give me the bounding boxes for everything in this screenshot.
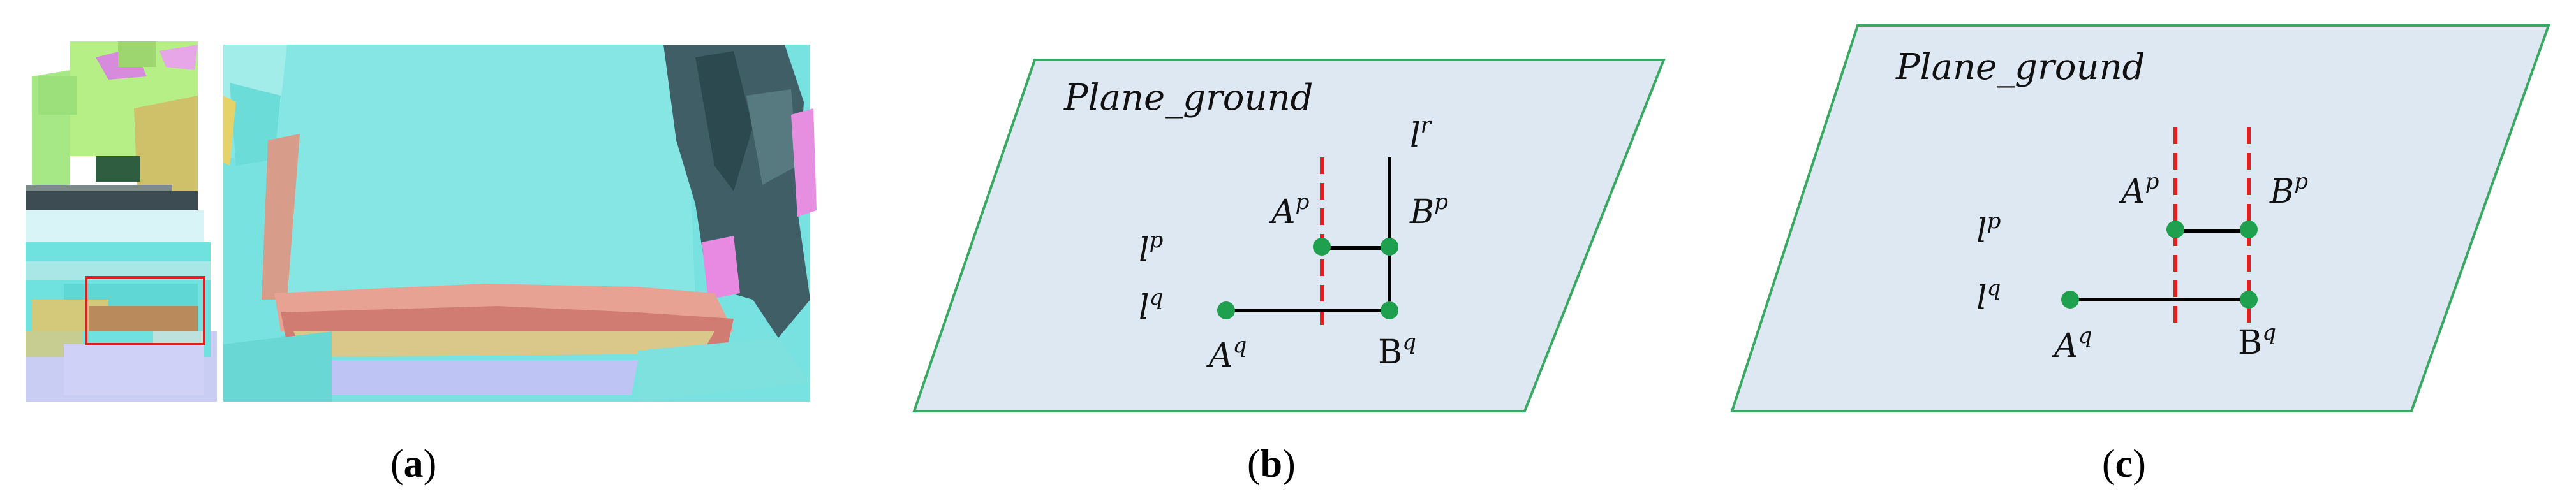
plane-label-b: Plane_ground — [1063, 77, 1314, 119]
point-Bq — [2240, 291, 2258, 309]
point-Ap — [2166, 221, 2184, 238]
label-lq: lq — [1139, 285, 1163, 327]
label-lr: lr — [1410, 113, 1432, 155]
caption-a: (a) — [390, 442, 436, 486]
caption-b: (b) — [1247, 442, 1296, 486]
plane-label-c: Plane_ground — [1895, 47, 2145, 88]
label-Aq: Aq — [2052, 323, 2092, 365]
label-Ap: Ap — [2119, 169, 2159, 211]
label-Aq: Aq — [1206, 333, 1247, 375]
label-Ap: Ap — [1269, 189, 1309, 231]
mesh-overview-image — [26, 41, 217, 402]
point-Aq — [1217, 301, 1235, 319]
label-lp: lp — [1976, 208, 2001, 250]
panel-c: Plane_ground Ap Bp lp lq Aq Bq — [1730, 24, 2550, 486]
label-Bp: Bp — [2269, 169, 2308, 211]
label-Bp: Bp — [1409, 189, 1448, 231]
ground-plane-c — [1730, 24, 2550, 412]
label-lp: lp — [1139, 228, 1163, 270]
highlight-box — [85, 276, 205, 345]
panel-a: (a) — [26, 41, 817, 486]
label-Bq: Bq — [1378, 330, 1416, 372]
point-Bp — [1381, 238, 1398, 256]
point-Ap — [1313, 238, 1331, 256]
ground-plane-b — [912, 59, 1666, 412]
mesh-zoom-image — [223, 45, 817, 402]
point-Bq — [1381, 301, 1398, 319]
point-Aq — [2061, 291, 2079, 309]
caption-c: (c) — [2102, 442, 2146, 486]
label-Bq: Bq — [2238, 320, 2276, 362]
panel-b: Plane_ground lr Ap Bp lp lq Aq Bq — [912, 59, 1666, 486]
point-Bp — [2240, 221, 2258, 238]
label-lq: lq — [1976, 275, 2001, 317]
